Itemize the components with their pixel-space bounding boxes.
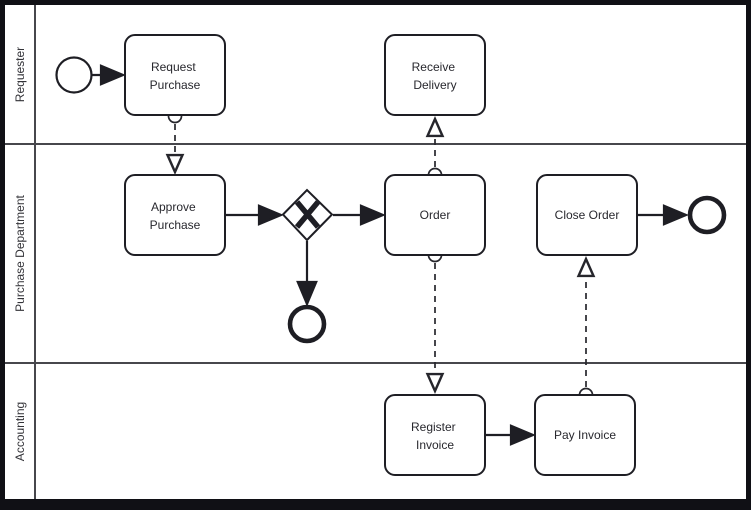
- task-receive-delivery-label-line2: Delivery: [413, 78, 456, 92]
- task-request-purchase-label-line2: Purchase: [150, 78, 201, 92]
- task-approve-purchase-label-line2: Purchase: [150, 218, 201, 232]
- task-register-invoice-label-line2: Invoice: [416, 438, 454, 452]
- task-request-purchase-label: Request Purchase: [150, 60, 201, 92]
- task-register-invoice-label-line1: Register: [411, 420, 456, 434]
- end-event-after-close-order[interactable]: [687, 195, 727, 235]
- task-order-label: Order: [420, 208, 451, 222]
- lane-label-purchase-department: Purchase Department: [13, 194, 27, 311]
- task-approve-purchase-label: Approve Purchase: [150, 200, 201, 232]
- task-order[interactable]: [384, 174, 486, 256]
- start-event[interactable]: [55, 56, 93, 94]
- task-approve-purchase[interactable]: [124, 174, 226, 256]
- task-receive-delivery-label: Receive Delivery: [412, 60, 459, 92]
- task-pay-invoice[interactable]: [534, 394, 636, 476]
- task-approve-purchase-label-line1: Approve: [151, 200, 196, 214]
- task-register-invoice-label: Register Invoice: [411, 420, 459, 452]
- end-event-after-gateway[interactable]: [287, 304, 327, 344]
- task-close-order-label: Close Order: [555, 208, 620, 222]
- task-close-order[interactable]: [536, 174, 638, 256]
- task-pay-invoice-label: Pay Invoice: [554, 428, 616, 442]
- lane-label-accounting: Accounting: [13, 402, 27, 461]
- task-request-purchase-label-line1: Request: [151, 60, 196, 74]
- task-request-purchase[interactable]: [124, 34, 226, 116]
- task-register-invoice[interactable]: [384, 394, 486, 476]
- lane-label-requester: Requester: [13, 47, 27, 102]
- task-receive-delivery-label-line1: Receive: [412, 60, 456, 74]
- exclusive-gateway-x-marker-icon: [294, 200, 321, 229]
- task-receive-delivery[interactable]: [384, 34, 486, 116]
